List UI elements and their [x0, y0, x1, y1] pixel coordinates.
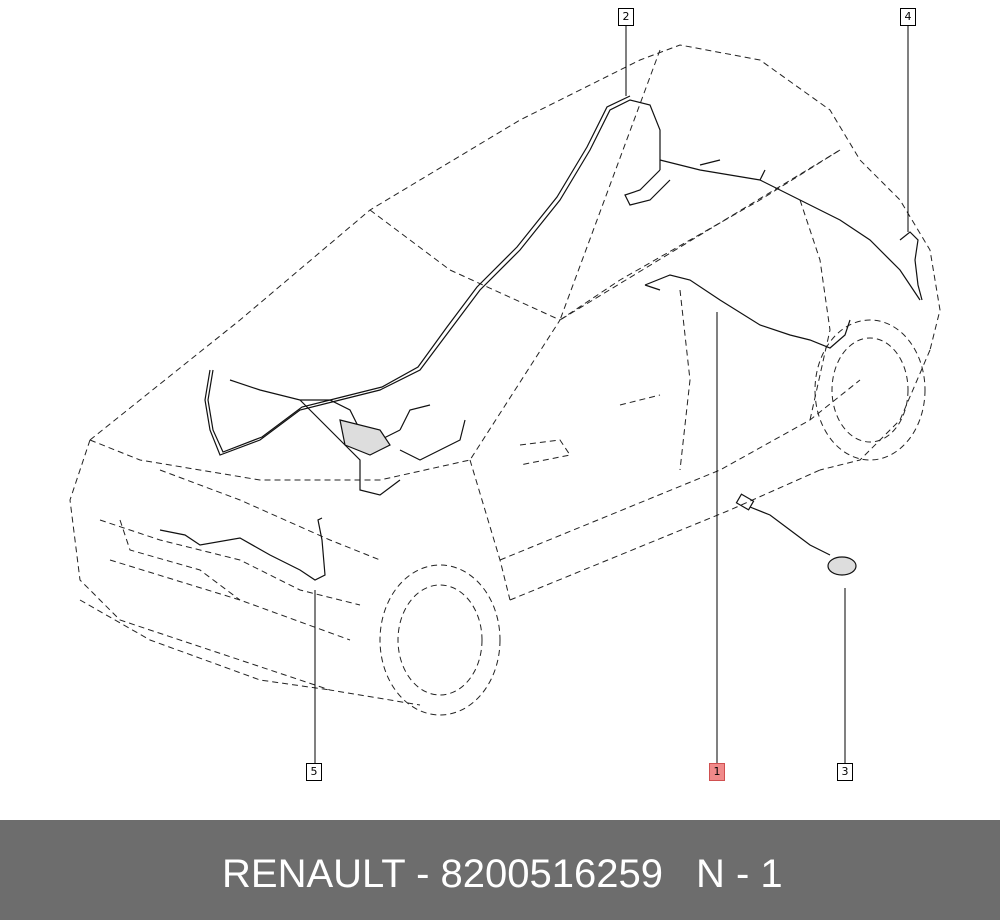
separate-cable	[735, 493, 857, 576]
callout-1[interactable]: 1	[709, 763, 725, 781]
callout-3[interactable]: 3	[837, 763, 853, 781]
wheel-rear	[814, 319, 926, 461]
car-body-outline	[69, 44, 941, 706]
callout-5[interactable]: 5	[306, 763, 322, 781]
door-harness	[644, 274, 851, 349]
callout-4[interactable]: 4	[900, 8, 916, 26]
engine-harness	[229, 379, 466, 496]
wiring-harness-diagram	[69, 26, 941, 763]
roof-harness	[204, 95, 921, 456]
leader-lines	[314, 26, 909, 763]
callout-2[interactable]: 2	[618, 8, 634, 26]
brand-part-number: RENAULT - 8200516259	[222, 852, 664, 896]
wheel-front	[379, 564, 501, 716]
position-label: N - 1	[696, 852, 783, 896]
bumper-harness	[159, 517, 326, 581]
footer-bar: RENAULT - 8200516259 N - 1	[0, 820, 1000, 920]
tailgate-harness	[899, 231, 923, 301]
